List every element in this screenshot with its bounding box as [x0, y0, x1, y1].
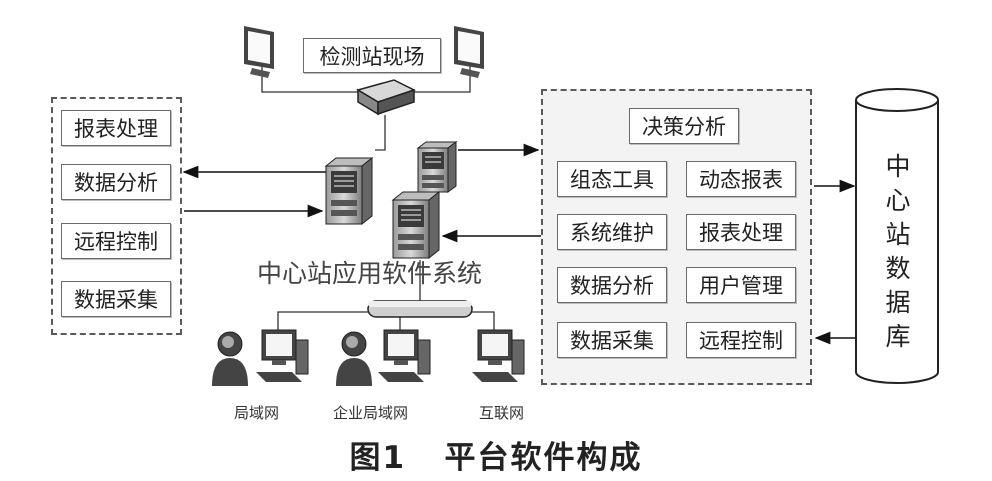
client-label-internet: 互联网 — [479, 404, 525, 422]
database-char: 据 — [885, 288, 911, 317]
right-item-maintenance: 系统维护 — [557, 214, 667, 250]
left-item-report: 报表处理 — [61, 110, 171, 146]
desktop-icon — [256, 329, 309, 382]
desktop-icon — [378, 329, 431, 382]
router-icon — [356, 79, 416, 116]
right-item-collect: 数据采集 — [557, 322, 667, 358]
right-panel-title: 决策分析 — [629, 108, 739, 144]
right-item-user-mgmt: 用户管理 — [686, 267, 796, 303]
database-char: 中 — [885, 152, 911, 181]
left-panel — [51, 97, 182, 335]
client-label-enterprise-lan: 企业局域网 — [333, 404, 409, 422]
figure-caption: 图1 平台软件构成 — [349, 440, 643, 476]
monitor-icon — [244, 26, 274, 78]
database-char: 库 — [885, 322, 911, 351]
server-icon — [324, 156, 374, 226]
database-label: 中 心 站 数 据 库 — [858, 150, 938, 354]
left-item-analysis: 数据分析 — [61, 164, 171, 200]
database-char: 心 — [885, 186, 911, 215]
right-item-config-tool: 组态工具 — [557, 161, 667, 197]
hub-icon — [367, 300, 473, 318]
left-arrows — [182, 165, 326, 218]
right-item-remote: 远程控制 — [686, 322, 796, 358]
right-item-dynamic-report: 动态报表 — [686, 161, 796, 197]
server-icon — [416, 141, 458, 193]
user-icon — [336, 331, 372, 386]
database-char: 数 — [885, 254, 911, 283]
right-arrows — [441, 143, 541, 243]
database-cylinder — [855, 88, 939, 384]
monitor-icon — [454, 26, 484, 78]
right-item-analysis: 数据分析 — [557, 267, 667, 303]
left-item-remote: 远程控制 — [61, 223, 171, 259]
site-label: 检测站现场 — [303, 38, 441, 73]
user-icon — [212, 331, 248, 386]
center-system-label: 中心站应用软件系统 — [257, 259, 483, 288]
client-label-lan: 局域网 — [234, 404, 280, 422]
right-item-report: 报表处理 — [686, 214, 796, 250]
server-icon — [391, 190, 441, 260]
left-item-collect: 数据采集 — [61, 281, 171, 317]
desktop-icon — [472, 329, 525, 382]
database-char: 站 — [885, 220, 911, 249]
db-arrows — [814, 179, 856, 345]
